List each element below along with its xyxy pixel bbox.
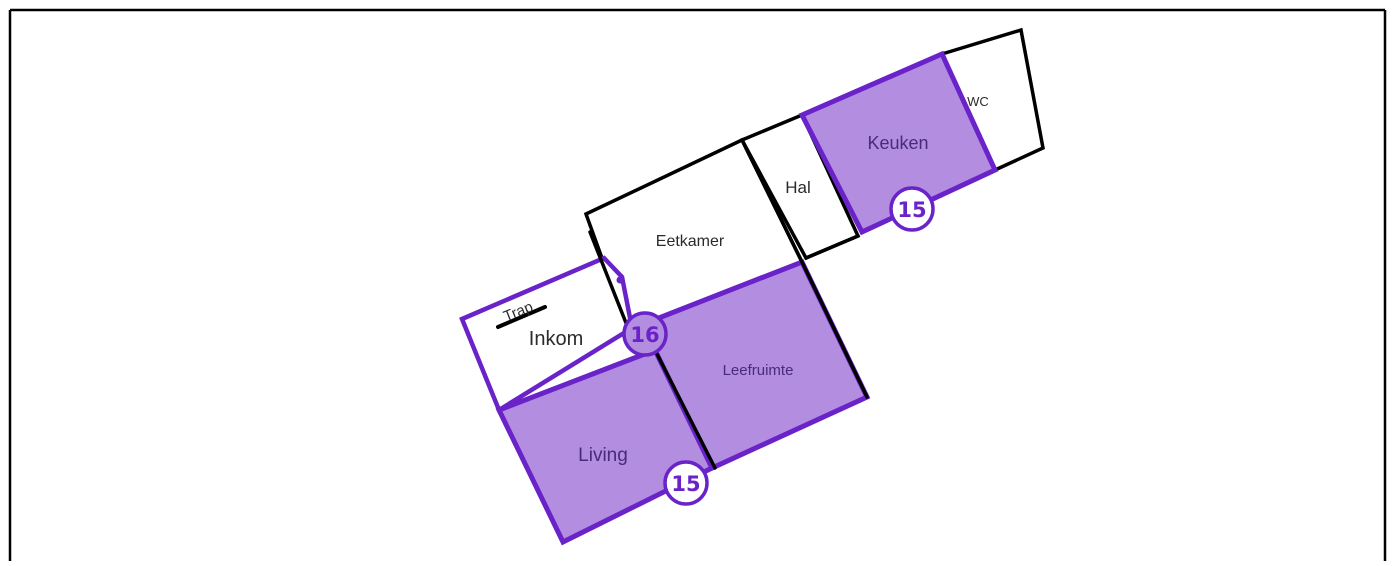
room-label-eetkamer: Eetkamer	[656, 233, 725, 250]
page-border	[8, 8, 1387, 561]
interior-walls	[588, 138, 869, 470]
room-label-living: Living	[578, 445, 628, 466]
badge-keuken-number: 15	[897, 198, 926, 222]
badge-living: 15	[663, 460, 709, 506]
room-keuken	[798, 50, 999, 236]
room-label-hal: Hal	[785, 178, 811, 197]
wall-joint	[616, 276, 624, 284]
room-inkom	[459, 255, 635, 414]
stairs-mark	[496, 305, 547, 329]
badge-inkom: 16	[622, 311, 668, 357]
room-label-leefruimte: Leefruimte	[723, 362, 794, 379]
room-label-inkom: Inkom	[529, 328, 583, 350]
room-label-wc: WC	[967, 94, 989, 109]
badge-inkom-number: 16	[630, 323, 659, 347]
room-living	[495, 346, 716, 546]
room-label-keuken: Keuken	[867, 133, 928, 153]
badge-living-number: 15	[671, 472, 700, 496]
badge-keuken: 15	[889, 186, 935, 232]
